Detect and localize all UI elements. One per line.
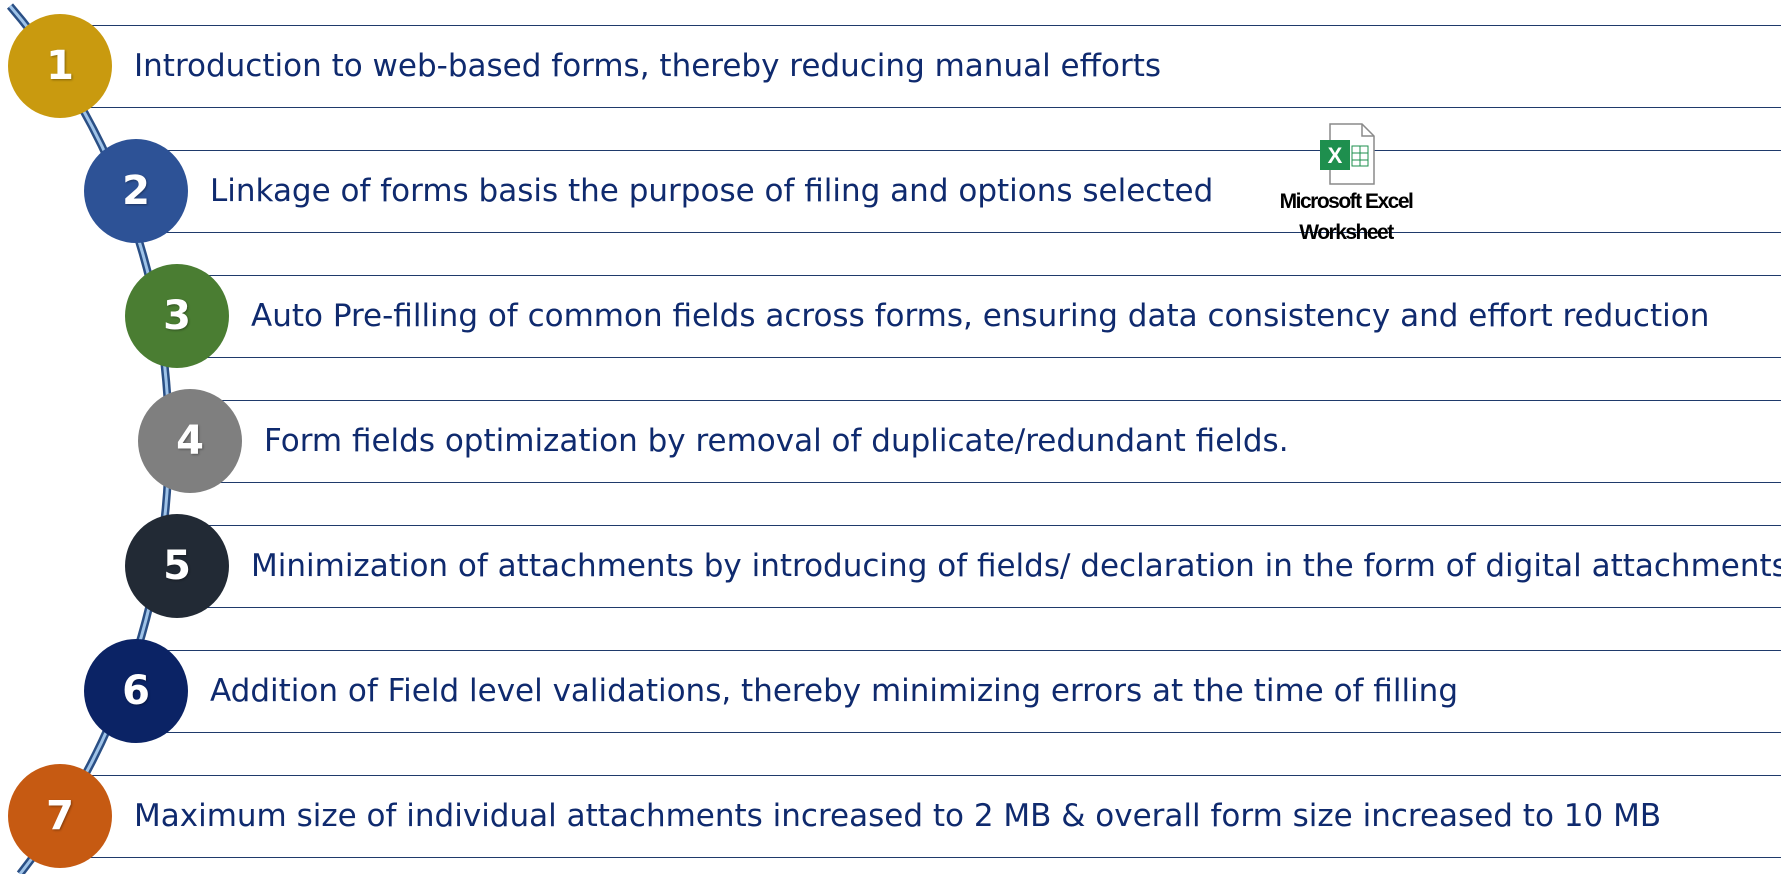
step-band <box>175 275 1781 358</box>
step-band <box>134 650 1781 733</box>
step-text: Linkage of forms basis the purpose of fi… <box>210 173 1214 209</box>
step-number-badge: 7 <box>8 764 112 868</box>
step-number-badge: 4 <box>138 389 242 493</box>
step-text: Addition of Field level validations, the… <box>210 673 1458 709</box>
step-number-badge: 1 <box>8 14 112 118</box>
step-number-badge: 3 <box>125 264 229 368</box>
step-number-badge: 6 <box>84 639 188 743</box>
attachment-caption-line2: Worksheet <box>1299 221 1394 244</box>
step-text: Minimization of attachments by introduci… <box>251 548 1781 584</box>
step-text: Form fields optimization by removal of d… <box>264 423 1289 459</box>
step-text: Introduction to web-based forms, thereby… <box>134 48 1161 84</box>
step-band <box>175 525 1781 608</box>
step-band <box>58 25 1781 108</box>
excel-file-icon: X <box>1316 122 1376 186</box>
step-number-badge: 5 <box>125 514 229 618</box>
step-number-badge: 2 <box>84 139 188 243</box>
step-band <box>134 150 1781 233</box>
step-band <box>58 775 1781 858</box>
excel-attachment[interactable]: X Microsoft Excel Worksheet <box>1258 122 1434 248</box>
step-text: Maximum size of individual attachments i… <box>134 798 1662 834</box>
step-text: Auto Pre-filling of common fields across… <box>251 298 1710 334</box>
svg-text:X: X <box>1328 143 1343 168</box>
step-band <box>188 400 1781 483</box>
attachment-caption-line1: Microsoft Excel <box>1279 190 1414 213</box>
